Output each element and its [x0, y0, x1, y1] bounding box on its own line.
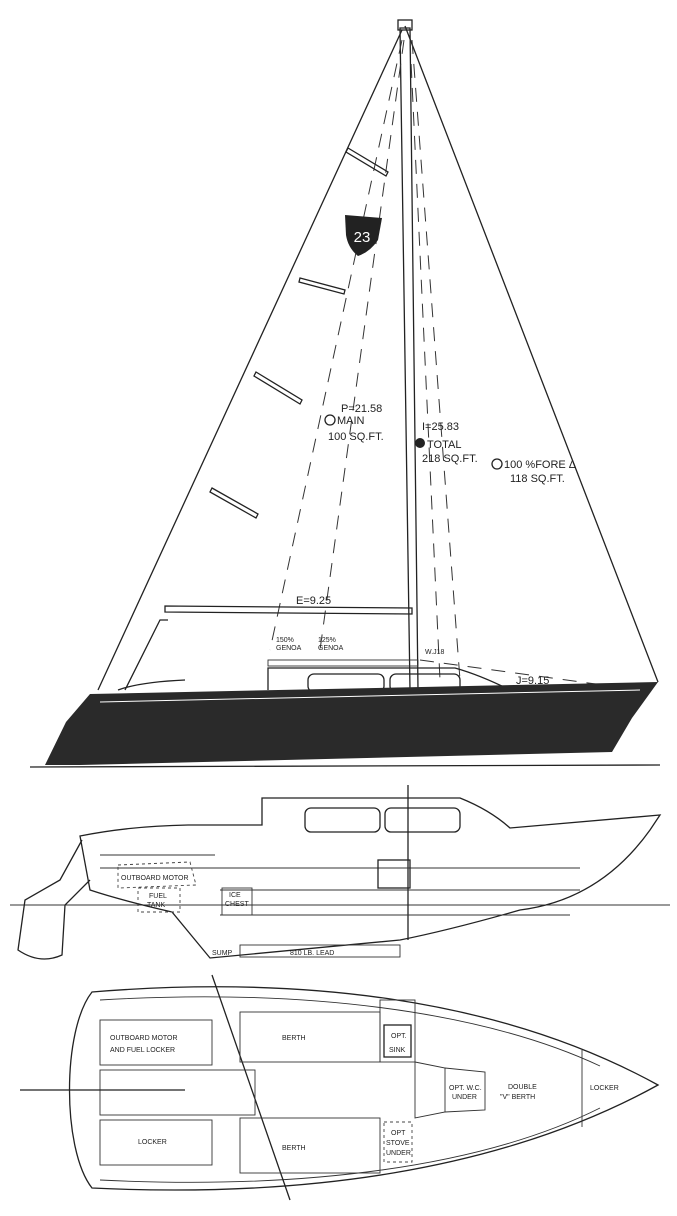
genoa-150-luff	[269, 39, 403, 651]
lead-keel	[239, 944, 401, 958]
e-dimension: E=9.25	[296, 595, 331, 607]
fore-title: 100 %FORE Δ	[504, 459, 577, 471]
genoa-leech-125	[409, 39, 441, 681]
sink-box	[377, 859, 411, 889]
p-dimension: P=21.58	[341, 403, 382, 415]
pulpit	[117, 619, 186, 691]
total-title: TOTAL	[427, 439, 461, 451]
battens	[209, 147, 389, 519]
outboard-outline	[117, 861, 197, 889]
lead-label: 810 LB. LEAD	[290, 950, 334, 957]
berth-bottom	[239, 1117, 381, 1174]
stove-label: STOVE	[386, 1140, 410, 1147]
genoa-150-pct: 150%	[276, 637, 294, 644]
class-logo: 23	[345, 215, 382, 256]
sail-plan: 23 P=21.58 I=25.83 MAIN 100 SQ.FT. TOTAL…	[29, 19, 661, 768]
chest-label: CHEST	[225, 901, 249, 908]
v-berth-label: DOUBLE	[508, 1084, 537, 1091]
svg-text:23: 23	[354, 229, 371, 246]
main-area: 100 SQ.FT.	[328, 431, 384, 443]
cabin-window	[304, 807, 381, 833]
sink	[383, 1024, 412, 1058]
fuel-label: FUEL	[149, 893, 167, 900]
sink-label: OPT.	[391, 1033, 407, 1040]
tank-label: TANK	[147, 902, 165, 909]
baseline	[29, 764, 661, 768]
wc-label: OPT. W.C.	[449, 1085, 482, 1092]
fore-area: 118 SQ.FT.	[510, 473, 565, 485]
sheer-stripe	[99, 689, 641, 703]
cockpit-well	[99, 1069, 256, 1116]
main-centroid-icon	[324, 414, 336, 426]
aft-locker	[99, 1119, 213, 1166]
total-area: 218 SQ.FT.	[422, 453, 478, 465]
fuel-tank-outline	[137, 887, 181, 913]
hull	[45, 682, 658, 765]
genoa-foot	[419, 659, 641, 691]
sump-label: SUMP	[212, 950, 233, 957]
outboard-label: OUTBOARD MOTOR	[110, 1035, 178, 1042]
berth-top	[239, 1011, 381, 1063]
cabin-rail	[267, 659, 419, 667]
j-dimension: J=9.15	[516, 675, 549, 687]
ice-chest	[221, 887, 253, 916]
berth-label: BERTH	[282, 1145, 306, 1152]
accommodation-plan: OUTBOARD MOTOR AND FUEL LOCKER LOCKER BE…	[20, 974, 660, 1201]
wc-label: UNDER	[452, 1094, 477, 1101]
total-centroid-icon	[415, 438, 425, 448]
cabin-window	[384, 807, 461, 833]
v-berth-label: "V" BERTH	[500, 1094, 535, 1101]
wj-dimension: W.J18	[425, 649, 445, 656]
ice-label: ICE	[229, 892, 241, 899]
forestay	[404, 25, 659, 683]
berth-label: BERTH	[282, 1035, 306, 1042]
mast	[399, 27, 419, 691]
genoa-leech-150	[411, 39, 461, 681]
boom	[164, 605, 413, 615]
aft-locker-label: LOCKER	[138, 1139, 167, 1146]
outboard-locker	[99, 1019, 213, 1066]
fwd-locker-label: LOCKER	[590, 1085, 619, 1092]
fore-centroid-icon	[491, 458, 503, 470]
wc	[414, 1061, 486, 1119]
stove	[383, 1121, 413, 1163]
hull-plan	[68, 986, 660, 1191]
genoa-125-name: GENOA	[318, 645, 344, 652]
stove-label: OPT	[391, 1130, 406, 1137]
genoa-125-pct: 125%	[318, 637, 336, 644]
inboard-profile: OUTBOARD MOTOR FUEL TANK ICE CHEST SUMP …	[10, 785, 670, 960]
genoa-150-name: GENOA	[276, 645, 302, 652]
stove-label: UNDER	[386, 1150, 411, 1157]
main-leech	[97, 29, 403, 691]
outboard-label: OUTBOARD MOTOR	[121, 875, 189, 882]
main-title: MAIN	[337, 415, 365, 427]
rudder	[17, 839, 91, 960]
masthead	[397, 19, 413, 31]
fuel-locker-label: AND FUEL LOCKER	[110, 1047, 175, 1054]
sink-label: SINK	[389, 1047, 406, 1054]
section-break	[211, 974, 291, 1201]
i-dimension: I=25.83	[422, 421, 459, 433]
genoa-125-luff	[319, 39, 405, 651]
